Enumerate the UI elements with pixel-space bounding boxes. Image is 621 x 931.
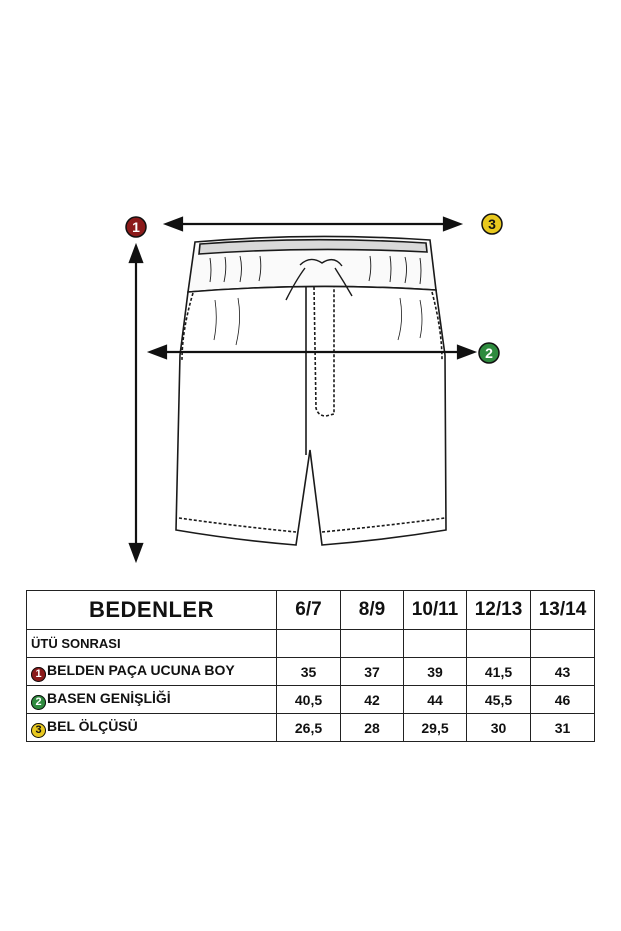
size-chart-table: BEDENLER 6/7 8/9 10/11 12/13 13/14 ÜTÜ S… [26,590,595,742]
table-cell: 37 [340,657,404,686]
svg-text:1: 1 [132,219,140,235]
note-row-label: ÜTÜ SONRASI [26,629,277,658]
size-header: 10/11 [403,590,467,630]
size-header: 6/7 [276,590,341,630]
table-cell: 31 [530,713,595,742]
measurement-arrows [128,216,478,564]
table-header-row: BEDENLER 6/7 8/9 10/11 12/13 13/14 [26,590,595,630]
marker-3-icon: 3 [481,213,503,235]
marker-2-icon: 2 [478,342,500,364]
marker-2-icon: 2 [31,694,46,710]
table-cell: 30 [466,713,531,742]
size-header: 8/9 [340,590,404,630]
marker-1-icon: 1 [31,666,46,682]
table-cell: 44 [403,685,467,714]
marker-1-icon: 1 [125,216,147,238]
table-cell: 46 [530,685,595,714]
table-cell: 26,5 [276,713,341,742]
table-cell: 41,5 [466,657,531,686]
table-cell: 43 [530,657,595,686]
table-cell: 29,5 [403,713,467,742]
table-cell: 39 [403,657,467,686]
table-cell: 42 [340,685,404,714]
table-cell: 40,5 [276,685,341,714]
table-cell: 28 [340,713,404,742]
svg-text:3: 3 [488,216,496,232]
shorts-outline [175,235,447,546]
table-cell: 35 [276,657,341,686]
table-row: ÜTÜ SONRASI [26,629,595,658]
table-cell: 45,5 [466,685,531,714]
svg-text:2: 2 [485,345,493,361]
shorts-diagram: 1 2 3 [125,213,503,564]
table-title: BEDENLER [26,590,277,630]
size-header: 13/14 [530,590,595,630]
size-header: 12/13 [466,590,531,630]
marker-3-icon: 3 [31,722,46,738]
